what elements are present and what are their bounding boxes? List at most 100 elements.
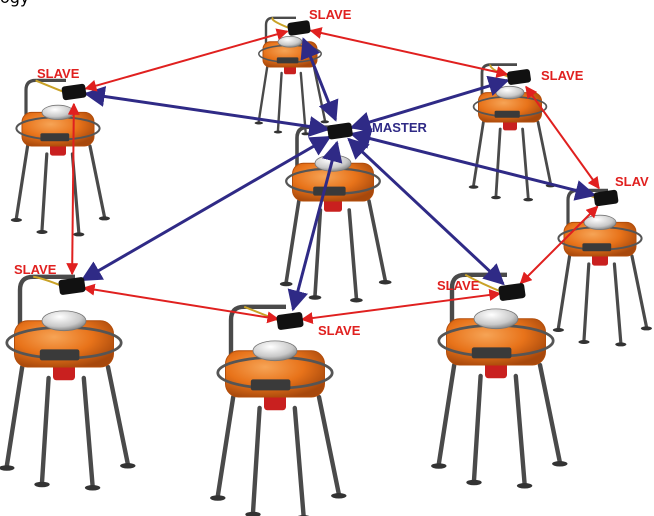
slave-link-lower-left-bottom-center [82, 283, 280, 324]
slave-link-left-lower-left [66, 102, 80, 276]
unit-leg [537, 362, 562, 464]
detector-unit-far-right [552, 188, 653, 347]
slave-link-lower-right-far-right [519, 205, 599, 285]
unit-cable [35, 79, 65, 93]
slave-link-upper-right-far-right [525, 85, 600, 190]
unit-leg [39, 375, 51, 485]
unit-leg [40, 152, 49, 232]
unit-foot [308, 295, 322, 300]
unit-foot [273, 130, 283, 134]
unit-foot [331, 493, 347, 499]
unit-leg [556, 254, 572, 330]
unit-foot [98, 216, 110, 221]
unit-leg [88, 144, 106, 218]
unit-leg [312, 65, 326, 121]
unit-leg [612, 262, 623, 344]
unit-dome [495, 85, 525, 100]
detector-unit-bottom-center [210, 304, 347, 516]
unit-foot [73, 232, 85, 237]
unit-leg [257, 65, 269, 123]
unit-leg [292, 405, 306, 516]
radio-module-lower-right [498, 283, 526, 301]
unit-handle [24, 78, 66, 124]
unit-dome [277, 35, 303, 48]
unit-leg [494, 127, 502, 197]
unit-dome [252, 340, 298, 362]
unit-leg [436, 362, 457, 467]
unit-cable [271, 16, 290, 29]
master-link-upper-right [349, 75, 510, 133]
unit-leg [4, 364, 25, 469]
unit-leg [215, 394, 236, 499]
unit-foot [552, 328, 565, 332]
label-lower-left-slave: SLAVE [14, 262, 57, 277]
unit-leg [582, 262, 591, 342]
unit-dome [41, 104, 75, 121]
unit-foot [468, 185, 479, 189]
unit-leg [521, 127, 530, 199]
unit-foot [0, 465, 15, 471]
node-labels: SLAVE SLAVE SLAVE MASTER SLAV SLAVE SLAV… [14, 7, 649, 338]
unit-display [250, 379, 291, 391]
unit-leg [367, 199, 387, 282]
cropped-caption-text: ogy [0, 0, 29, 7]
unit-display [39, 349, 80, 361]
unit-foot [34, 481, 50, 488]
unit-foot [491, 195, 501, 200]
unit-foot [466, 479, 482, 486]
unit-display [582, 243, 612, 252]
unit-foot [279, 281, 293, 287]
communication-links [66, 27, 600, 324]
slave-link-bottom-center-lower-right [300, 289, 502, 324]
unit-leg [284, 199, 301, 284]
slave-link-top-upper-right [309, 27, 509, 78]
unit-leg [630, 254, 648, 328]
detector-unit-left [10, 78, 110, 237]
unit-display [276, 57, 299, 64]
label-far-right-slave: SLAV [615, 174, 649, 189]
label-left-slave: SLAVE [37, 66, 80, 81]
unit-display [40, 133, 70, 142]
radio-module-bottom-center [276, 312, 304, 330]
radio-module-lower-left [58, 277, 86, 295]
unit-foot [516, 483, 533, 489]
detector-unit-lower-right [431, 272, 568, 489]
unit-foot [36, 230, 48, 234]
unit-leg [105, 364, 130, 466]
slave-link-left-top [84, 28, 289, 92]
unit-leg [14, 144, 30, 220]
unit-leg [536, 120, 552, 185]
master-link-lower-right [347, 137, 505, 286]
unit-foot [84, 485, 101, 491]
unit-handle [17, 274, 75, 337]
unit-leg [250, 405, 262, 515]
unit-foot [320, 120, 329, 124]
unit-leg [316, 394, 341, 496]
unit-display [471, 347, 512, 359]
unit-foot [431, 463, 447, 469]
unit-dome [583, 214, 617, 230]
unit-leg [347, 208, 359, 300]
unit-dome [473, 308, 519, 330]
label-top-slave: SLAVE [309, 7, 352, 22]
unit-foot [640, 326, 653, 331]
unit-dome [41, 310, 87, 332]
label-upper-right-slave: SLAVE [541, 68, 584, 83]
master-link-left [83, 86, 331, 137]
unit-foot [350, 297, 363, 303]
label-master: MASTER [372, 120, 428, 135]
radio-modules [58, 20, 619, 330]
unit-foot [210, 495, 226, 501]
radio-module-center [327, 122, 353, 140]
unit-foot [552, 461, 568, 467]
unit-foot [615, 342, 627, 347]
unit-leg [299, 71, 307, 133]
unit-foot [378, 279, 392, 285]
label-bottom-center-slave: SLAVE [318, 323, 361, 338]
unit-foot [120, 463, 136, 469]
radio-module-far-right [593, 189, 619, 207]
unit-display [313, 186, 346, 196]
master-link-lower-left [80, 135, 332, 282]
